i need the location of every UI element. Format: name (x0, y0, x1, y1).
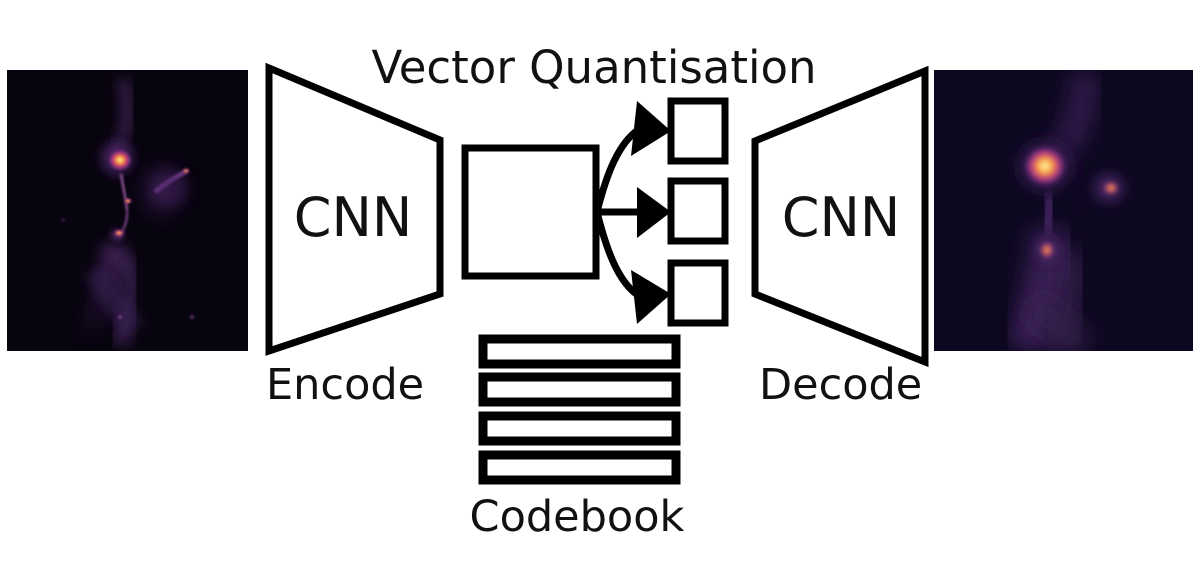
output-image (934, 70, 1193, 351)
codebook-entry-4[interactable] (478, 450, 681, 485)
diagram-title: Vector Quantisation (371, 41, 816, 94)
encoder-block-label: CNN (294, 186, 413, 249)
quantised-token-box-1[interactable] (667, 97, 729, 165)
quantised-token-box-3[interactable] (667, 259, 729, 327)
output-image-canvas (934, 70, 1193, 351)
codebook-entry-2[interactable] (478, 372, 681, 407)
encoder-block[interactable] (265, 62, 444, 356)
quantise-arrow-1-head (631, 101, 671, 156)
decoder-block-label: CNN (782, 186, 901, 249)
decoder-block[interactable] (751, 65, 929, 368)
codebook-entry-3[interactable] (478, 411, 681, 446)
input-image-canvas (7, 70, 248, 351)
quantise-arrow-2-head (637, 187, 671, 238)
decoder-caption: Decode (759, 360, 922, 410)
latent-feature-map[interactable] (461, 144, 600, 280)
quantise-arrow-3-head (631, 270, 671, 324)
quantised-token-box-2[interactable] (667, 177, 729, 245)
codebook-entry-1[interactable] (478, 334, 681, 369)
encoder-caption: Encode (266, 360, 424, 410)
codebook-caption: Codebook (470, 492, 685, 542)
input-image (7, 70, 248, 351)
